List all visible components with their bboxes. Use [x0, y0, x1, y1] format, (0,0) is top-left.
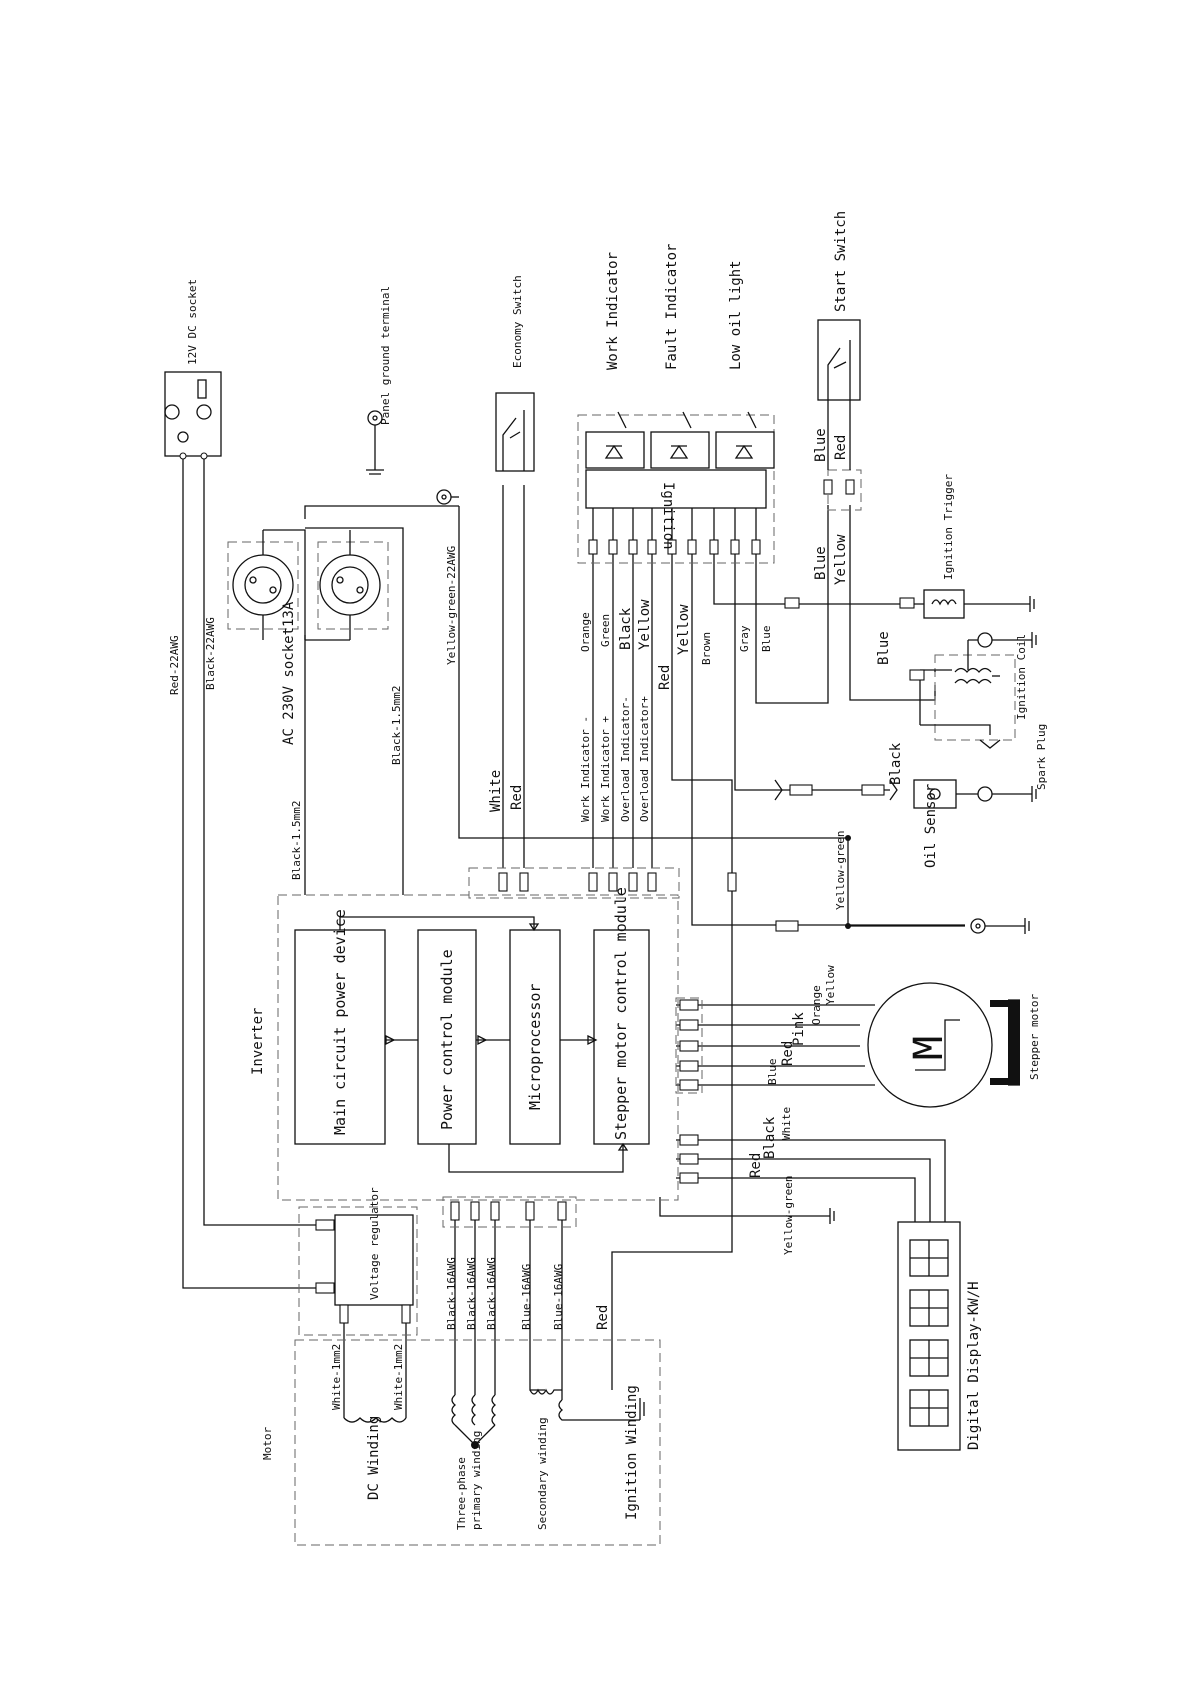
digital-display-label: Digital Display-KW/H — [966, 1281, 982, 1450]
primary-winding-label: primary winding — [470, 1431, 483, 1530]
oil-sensor-label: Oil Sensor — [923, 784, 939, 868]
wire-overload-plus: Overload Indicator+ — [638, 696, 651, 822]
wire-oil-black: Black — [888, 742, 904, 785]
wire-black-22awg: Black-22AWG — [204, 617, 217, 690]
wire-blue-16-a: Blue-16AWG — [520, 1264, 533, 1330]
ignition-winding-label: Ignition Winding — [624, 1385, 640, 1520]
wire-gray: Gray — [738, 625, 751, 652]
wire-blue-16-b: Blue-16AWG — [552, 1264, 565, 1330]
wire-step-orange: Orange — [810, 985, 823, 1025]
ignition-trigger-label: Ignition Trigger — [942, 474, 955, 580]
wire-disp-black: Black — [762, 1116, 778, 1159]
wire-yellow-green-bottom: Yellow-green — [782, 1176, 795, 1255]
wire-work-ind-plus: Work Indicator + — [599, 716, 612, 822]
wire-red2: Red — [657, 665, 673, 690]
wire-step-yellow: Yellow — [824, 965, 837, 1005]
wire-yellow: Yellow — [637, 599, 653, 650]
panel-ground-label: Panel ground terminal — [379, 286, 392, 425]
wire-black-15-a: Black-1.5mm2 — [290, 801, 303, 880]
main-circuit-label: Main circuit power device — [331, 909, 349, 1135]
wire-black-16-c: Black-16AWG — [485, 1257, 498, 1330]
wire-sw-blue: Blue — [813, 428, 829, 462]
dc-socket-label: 12V DC socket — [186, 279, 199, 365]
wire-trig-yellow: Yellow — [833, 534, 849, 585]
wire-white-1mm-b: White-1mm2 — [392, 1344, 405, 1410]
stepper-motor-label: Stepper motor — [1028, 994, 1041, 1080]
wire-black: Black — [618, 607, 634, 650]
inverter-label: Inverter — [250, 1008, 266, 1075]
wire-coil-blue: Blue — [876, 631, 892, 665]
motor-symbol: M — [906, 1036, 952, 1060]
wire-step-blue: Blue — [766, 1059, 779, 1086]
voltage-regulator-label: Voltage regulator — [368, 1187, 381, 1300]
dc-winding-label: DC Winding — [366, 1416, 382, 1500]
wire-white: White — [488, 770, 504, 812]
microprocessor-label: Microprocessor — [526, 984, 544, 1110]
wire-sw-red: Red — [833, 435, 849, 460]
wire-red: Red — [509, 785, 525, 810]
wire-white-1mm-a: White-1mm2 — [330, 1344, 343, 1410]
wire-yellow-green: Yellow-green — [834, 831, 847, 910]
wire-orange: Orange — [579, 612, 592, 652]
wire-step-red: Red — [780, 1041, 796, 1066]
wire-disp-red: Red — [748, 1153, 764, 1178]
spark-plug-label: Spark Plug — [1035, 724, 1048, 790]
labels: 12V DC socket Panel ground terminal Econ… — [168, 211, 1048, 1530]
wire-red-bottom: Red — [595, 1305, 611, 1330]
wire-black-15-b: Black-1.5mm2 — [390, 686, 403, 765]
fault-indicator-label: Fault Indicator — [664, 244, 680, 370]
wire-step-pink: Pink — [791, 1012, 807, 1046]
wire-yellow-green-22awg: Yellow-green-22AWG — [445, 546, 458, 665]
low-oil-light-label: Low oil light — [728, 260, 744, 370]
dashed-groups — [227, 414, 1016, 1546]
wire-green: Green — [599, 614, 612, 647]
economy-switch-label: Economy Switch — [511, 275, 524, 368]
three-phase-label: Three-phase — [455, 1457, 468, 1530]
wire-trig-blue: Blue — [813, 546, 829, 580]
work-indicator-label: Work Indicator — [605, 252, 621, 370]
wire-red-22awg: Red-22AWG — [168, 635, 181, 695]
ac-socket-label: AC 230V socket13A — [281, 601, 297, 745]
power-control-label: Power control module — [438, 949, 456, 1130]
wire-work-ind-minus: Work Indicator - — [579, 716, 592, 822]
components — [164, 319, 1037, 1451]
wire-overload-minus: Overload Indicator- — [619, 696, 632, 822]
wire-black-16-b: Black-16AWG — [465, 1257, 478, 1330]
wire-black-16-a: Black-16AWG — [445, 1257, 458, 1330]
ignition-coil-label: Ignition Coil — [1015, 634, 1028, 720]
start-switch-label: Start Switch — [833, 211, 849, 312]
wire-brown: Brown — [700, 632, 713, 665]
motor-label: Motor — [261, 1427, 274, 1460]
secondary-winding-label: Secondary winding — [536, 1417, 549, 1530]
wire-yellow2: Yellow — [676, 604, 692, 655]
stepper-control-label: Stepper motor control module — [612, 887, 630, 1140]
wire-blue: Blue — [760, 626, 773, 653]
wire-disp-white: White — [780, 1107, 793, 1140]
ignition-label: Ignition — [660, 482, 676, 549]
